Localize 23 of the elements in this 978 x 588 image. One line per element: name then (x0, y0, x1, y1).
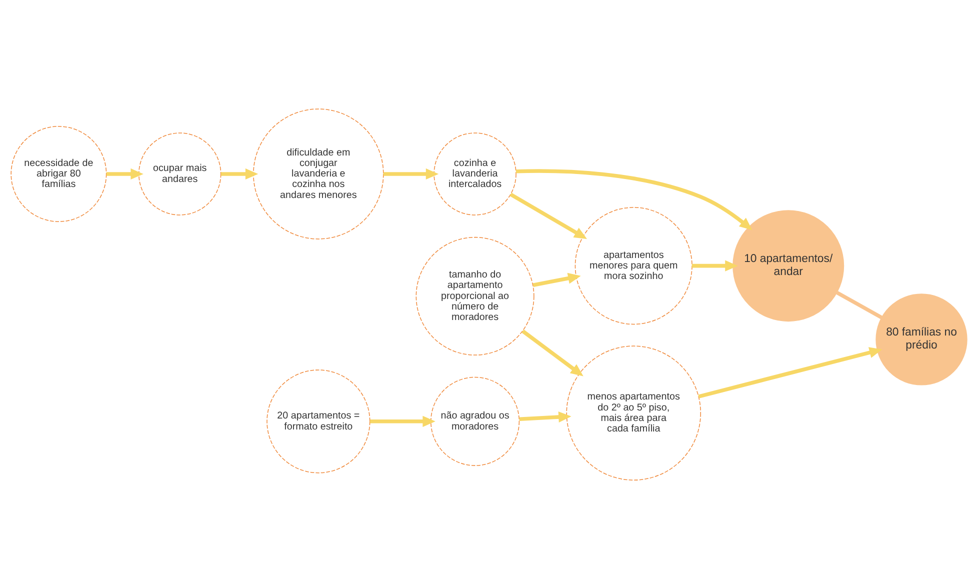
arrow (522, 329, 584, 376)
node-circle: menos apartamentos do 2º ao 5º piso, mais área para cada família (566, 345, 701, 480)
connector (836, 290, 883, 319)
arrow (692, 260, 738, 271)
node-circle: não agradou os moradores (430, 376, 520, 466)
node-circle: ocupar mais andares (138, 132, 222, 215)
arrow (370, 415, 436, 426)
node-circle: dificuldade em conjugar lavanderia e cozinha nos andares menores (253, 108, 384, 239)
arrow (221, 168, 258, 180)
arrow (510, 192, 587, 238)
node-circle: tamanho do apartamento proporcional ao número de moradores (416, 236, 534, 355)
node-circle: necessidade de abrigar 80 famílias (10, 125, 107, 222)
node-circle: apartamentos menores para quem mora sozinho (574, 206, 692, 324)
arrow (698, 346, 882, 398)
arrow (532, 272, 581, 286)
node-circle: 80 famílias no prédio (876, 293, 968, 385)
arrow (516, 168, 752, 230)
node-circle: 20 apartamentos = formato estreito (266, 369, 370, 473)
arrow (106, 168, 144, 180)
node-circle: 10 apartamentos/ andar (732, 210, 844, 322)
arrow (519, 410, 572, 422)
arrow (383, 168, 439, 180)
node-circle: cozinha e lavanderia intercalados (434, 132, 516, 215)
